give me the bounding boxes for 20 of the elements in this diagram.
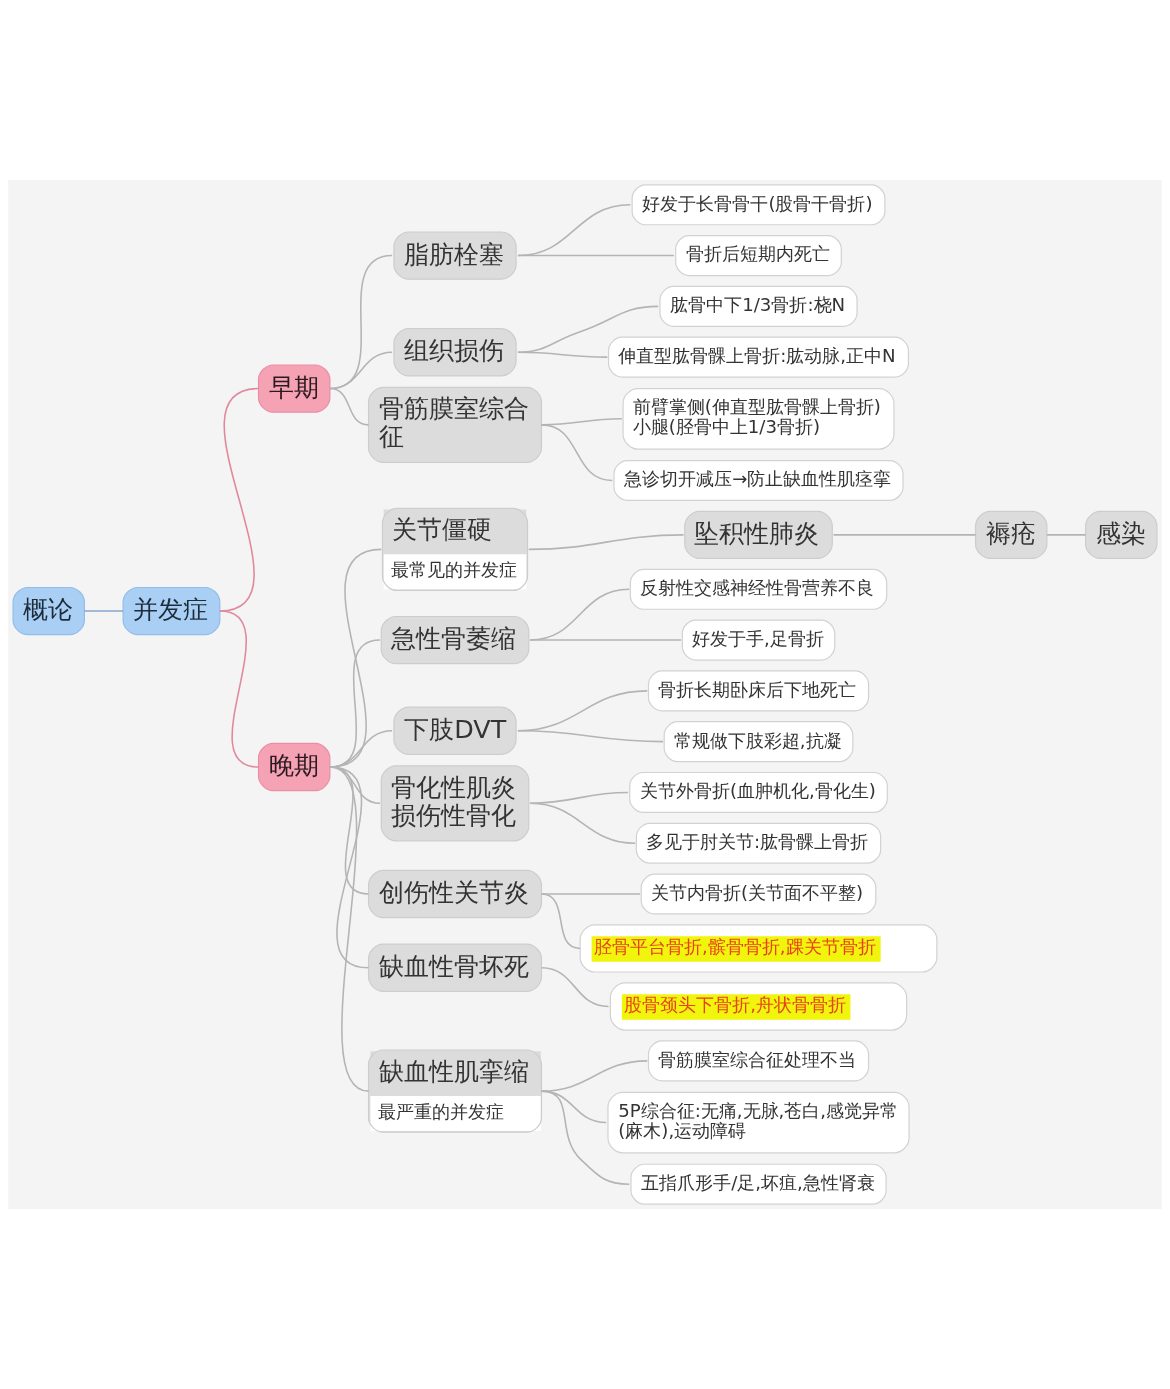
connector — [528, 534, 685, 551]
connector — [329, 387, 370, 426]
connector — [517, 254, 675, 257]
connector — [517, 730, 664, 743]
connector — [517, 305, 659, 354]
connector — [517, 351, 609, 358]
connector — [529, 639, 682, 641]
connector — [329, 766, 370, 1092]
connector — [832, 534, 977, 536]
connector — [329, 766, 370, 969]
connector — [540, 893, 581, 950]
connector — [529, 802, 636, 844]
connector — [529, 791, 629, 805]
connector — [1046, 534, 1087, 536]
connector — [540, 1090, 607, 1124]
connector — [83, 610, 124, 612]
connector — [540, 967, 610, 1008]
connector — [540, 1090, 630, 1185]
connector — [540, 424, 613, 482]
connector — [219, 610, 260, 768]
